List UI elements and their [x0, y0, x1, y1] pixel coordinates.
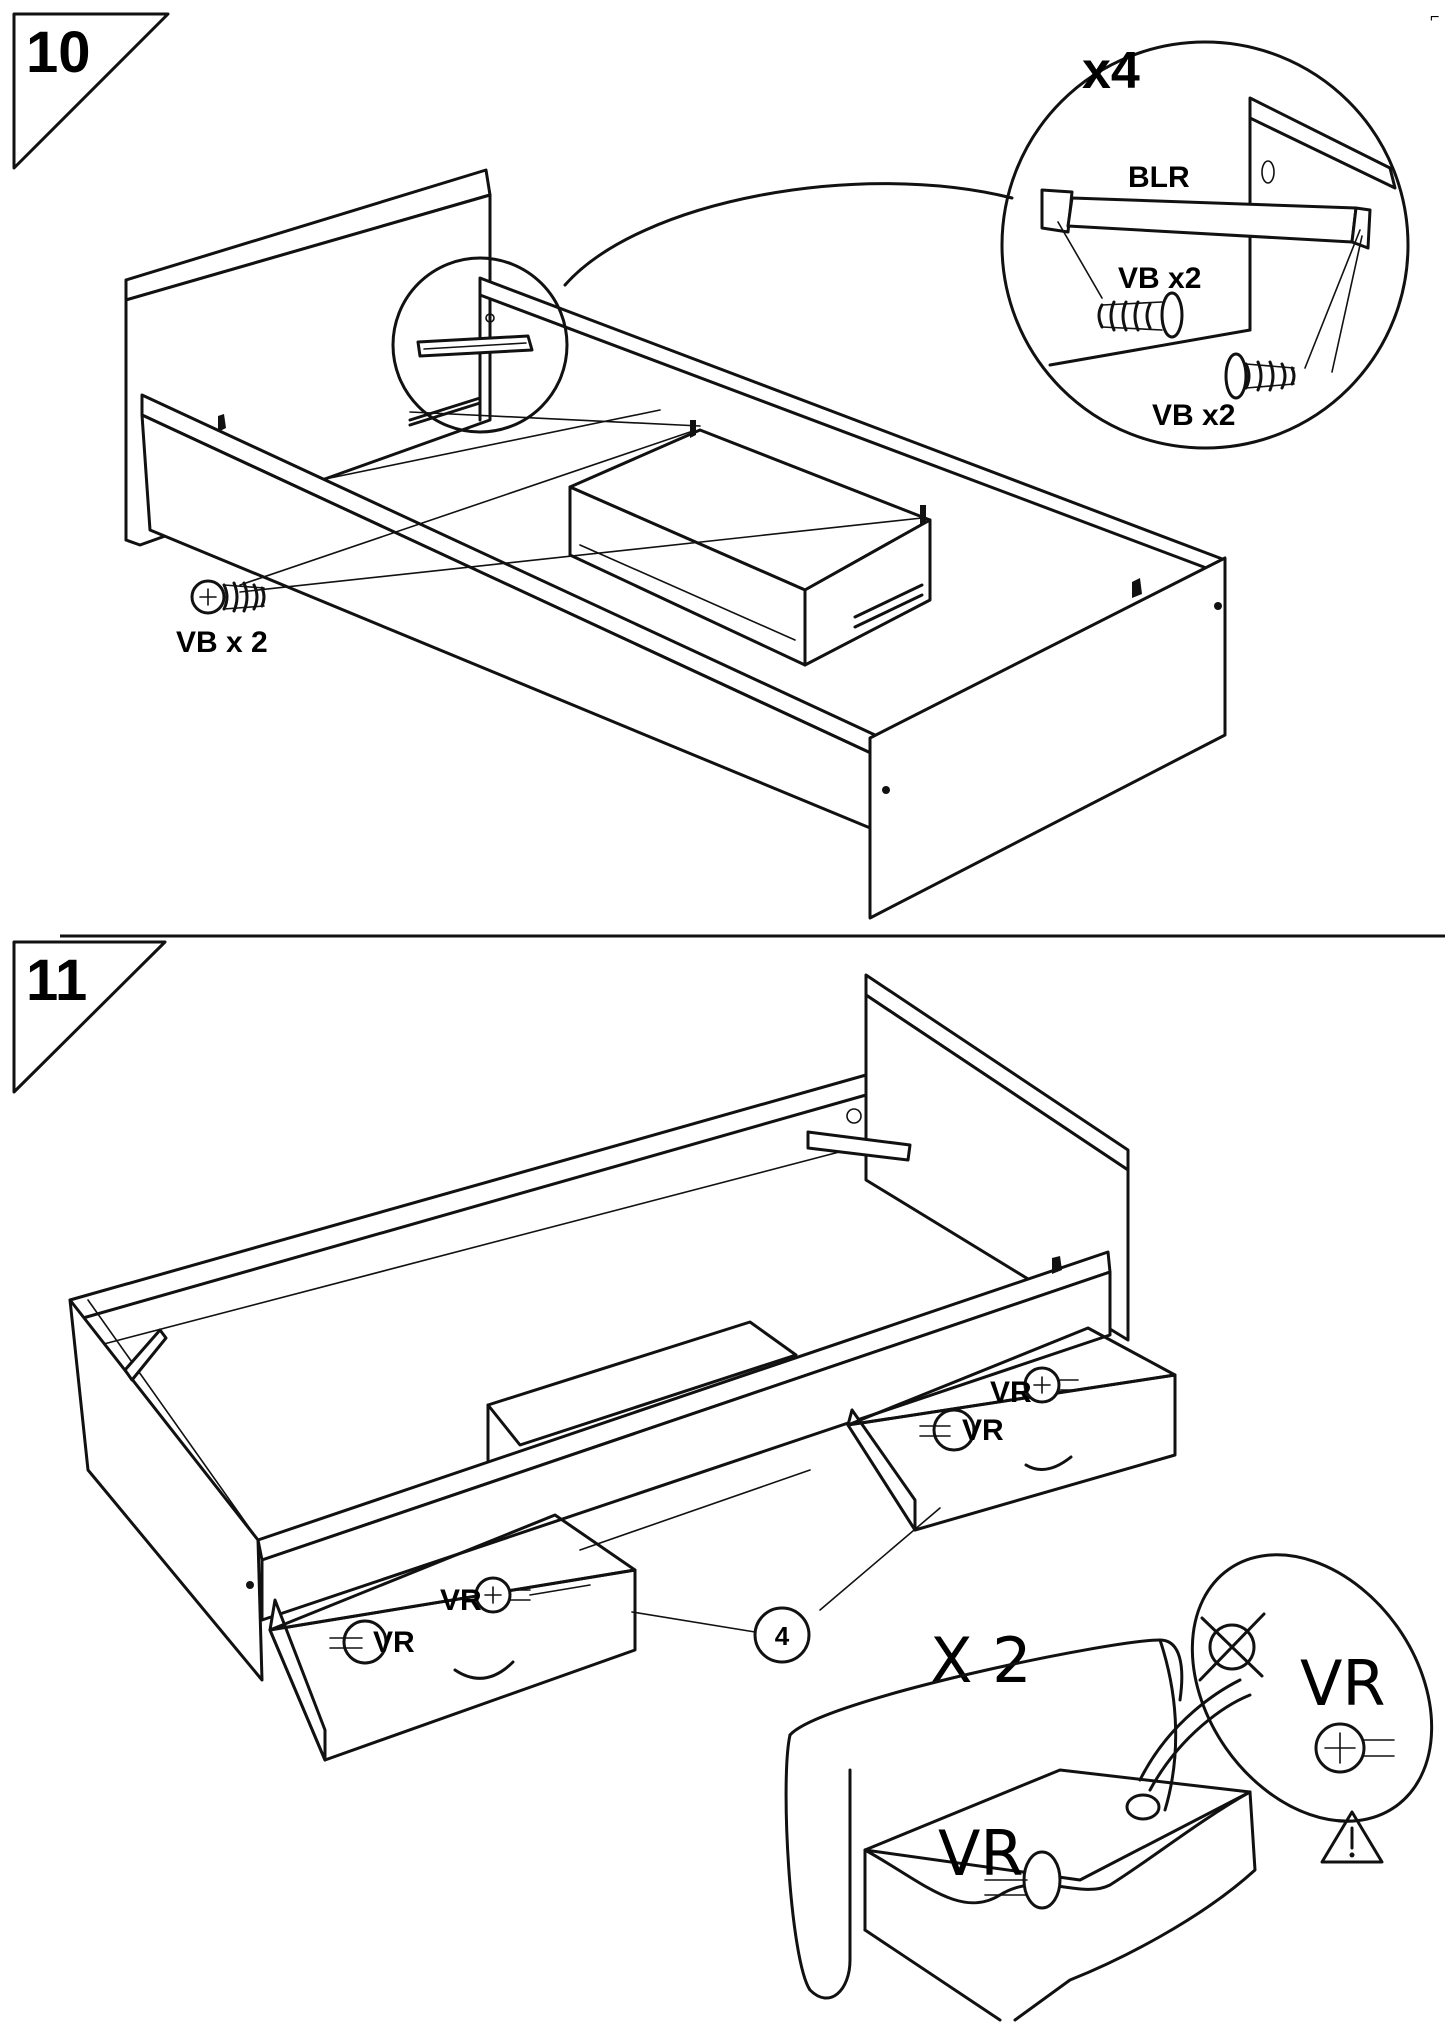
step-10-badge: 10 — [12, 12, 170, 170]
label-vr-left-a: VR — [373, 1626, 415, 1659]
warning-triangle-icon — [1320, 1810, 1384, 1864]
svg-text:4: 4 — [775, 1621, 790, 1651]
detail-magnifier-circle — [391, 256, 569, 434]
label-vb-x2-main: VB x 2 — [176, 626, 268, 659]
detail-drawer-11: VR — [784, 1638, 1257, 2022]
screw-vb-icon — [190, 579, 266, 615]
callout-bubble-10: x4 BLR VB x2 — [1000, 40, 1410, 450]
label-x2: X 2 — [930, 1624, 1032, 1697]
screw-vb-lower-icon — [1224, 352, 1296, 400]
side-rail-back-11 — [68, 1073, 868, 1346]
label-vr-drawer: VR — [938, 1817, 1024, 1890]
screw-vb-upper-icon — [1097, 291, 1184, 339]
label-blr: BLR — [1128, 161, 1190, 194]
corner-mark: ⌐ — [1430, 9, 1439, 26]
crossed-circle-icon — [1198, 1612, 1266, 1682]
callout-multiplier: x4 — [1082, 42, 1140, 100]
footboard-panel-11 — [68, 1298, 264, 1682]
center-divider-11 — [486, 1320, 811, 1551]
step-10: 10 ⌐ — [12, 9, 1439, 920]
label-vr-detail: VR — [1300, 1647, 1386, 1720]
label-vr-right-b: VR — [990, 1376, 1032, 1409]
step-11: 11 — [12, 940, 1434, 2022]
side-rail-front-10 — [140, 393, 877, 832]
center-drawer-box-10 — [568, 420, 932, 667]
label-vr-right-a: VR — [962, 1414, 1004, 1447]
drawer-right-11: VR VR — [846, 1326, 1177, 1532]
detail-ellipse-vr: VR — [1190, 1553, 1434, 1823]
step-11-badge: 11 — [12, 940, 167, 1094]
step-11-number: 11 — [26, 948, 87, 1013]
drawer-left-11: VR VR — [268, 1513, 637, 1762]
side-rail-front-11 — [256, 1250, 1112, 1622]
part-number-4: 4 — [631, 1507, 941, 1664]
label-vr-left-b: VR — [440, 1584, 482, 1617]
label-vb-x2-lower: VB x2 — [1152, 399, 1235, 432]
bracket-blr-small — [416, 334, 534, 358]
step-10-number: 10 — [26, 20, 91, 85]
label-vb-x2-upper: VB x2 — [1118, 262, 1201, 295]
leader-curve-10 — [563, 182, 1014, 287]
headboard-panel-11 — [846, 973, 1130, 1342]
footboard-panel-10 — [868, 556, 1227, 920]
